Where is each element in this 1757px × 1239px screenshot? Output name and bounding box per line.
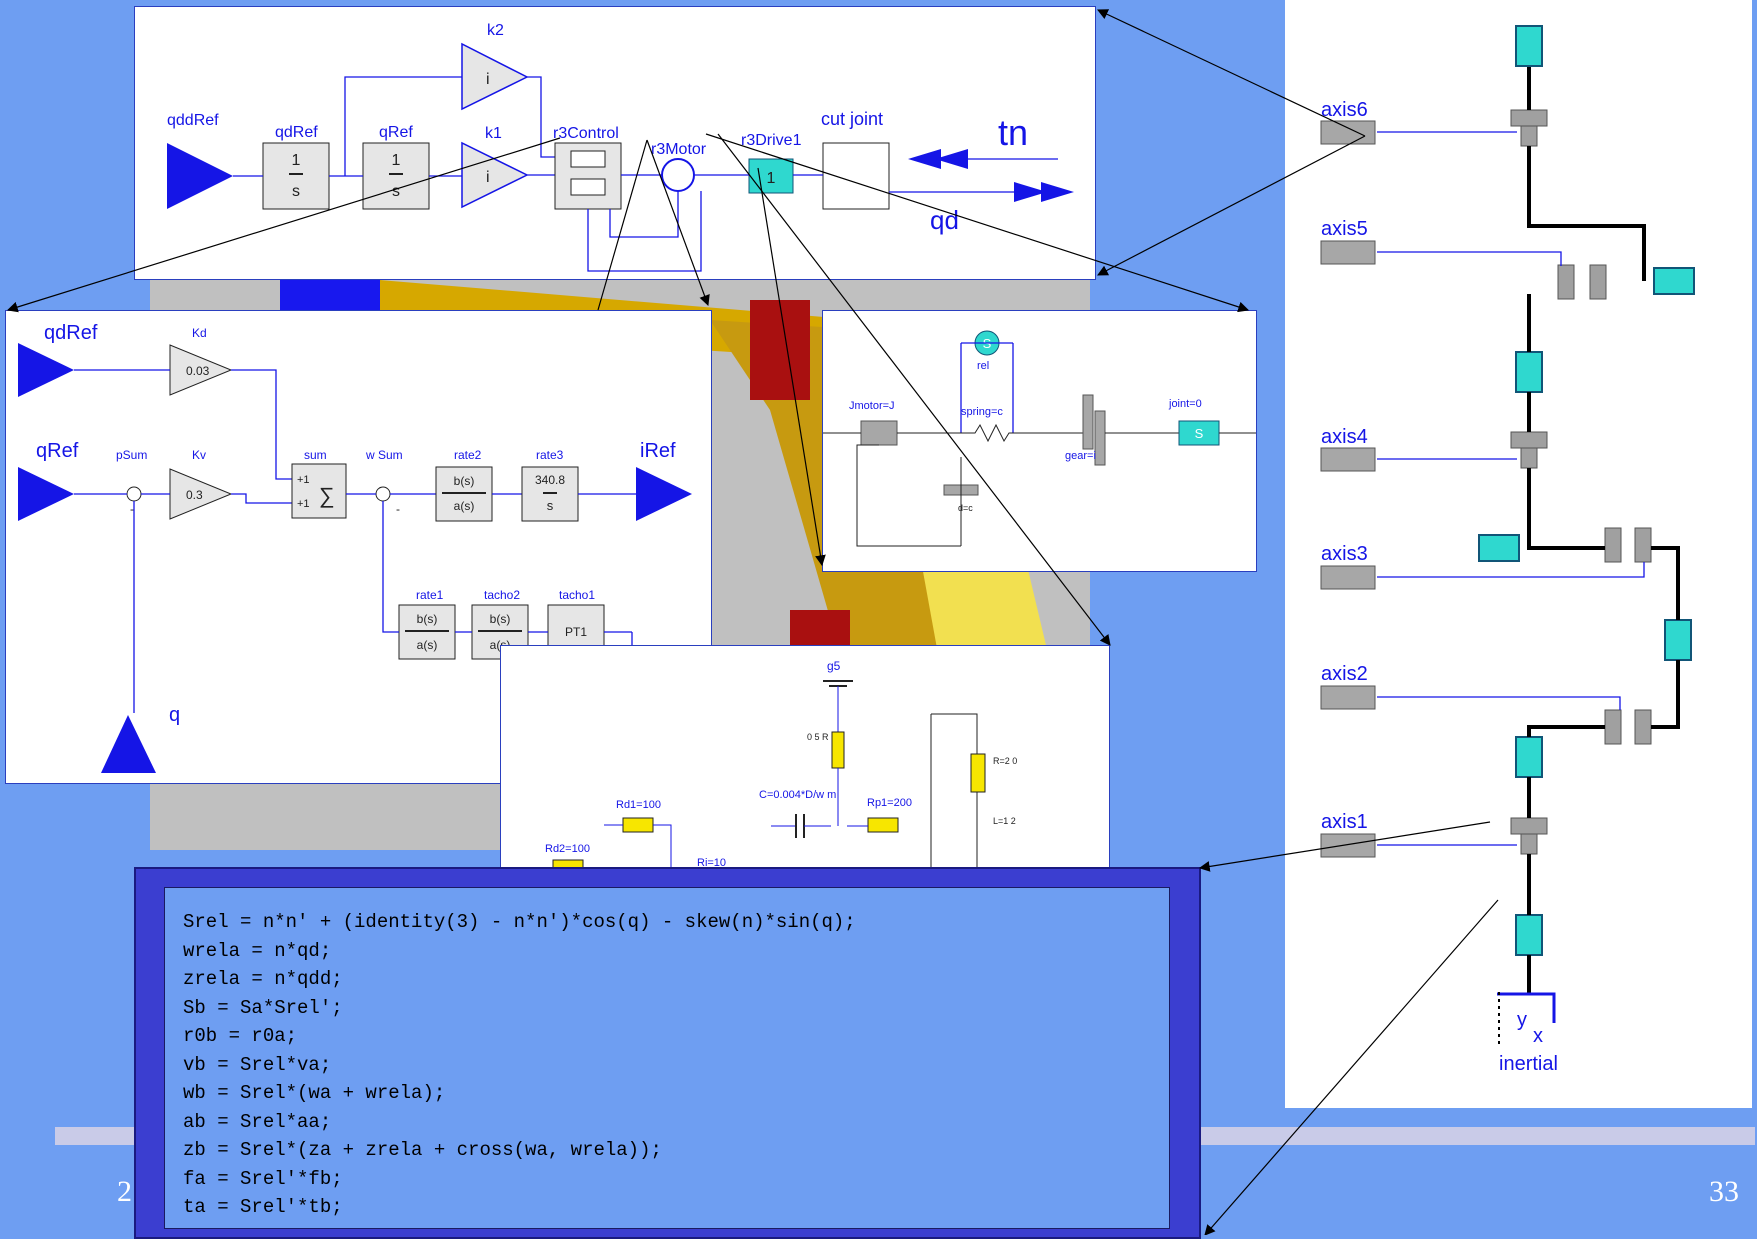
arrow-axis1-to-code-bottom	[1205, 900, 1498, 1235]
arrow-motor-to-render	[647, 140, 708, 305]
arrow-axis1-to-code	[1200, 822, 1490, 868]
arrow-axis6-to-drive-bottom	[1098, 136, 1365, 275]
arrow-motor-down	[598, 140, 647, 310]
arrow-drive-to-gear	[706, 134, 1248, 310]
arrow-axis6-to-drive	[1098, 10, 1365, 136]
arrow-drive-to-circuit	[718, 134, 1110, 645]
arrow-control-to-panel	[8, 138, 560, 310]
